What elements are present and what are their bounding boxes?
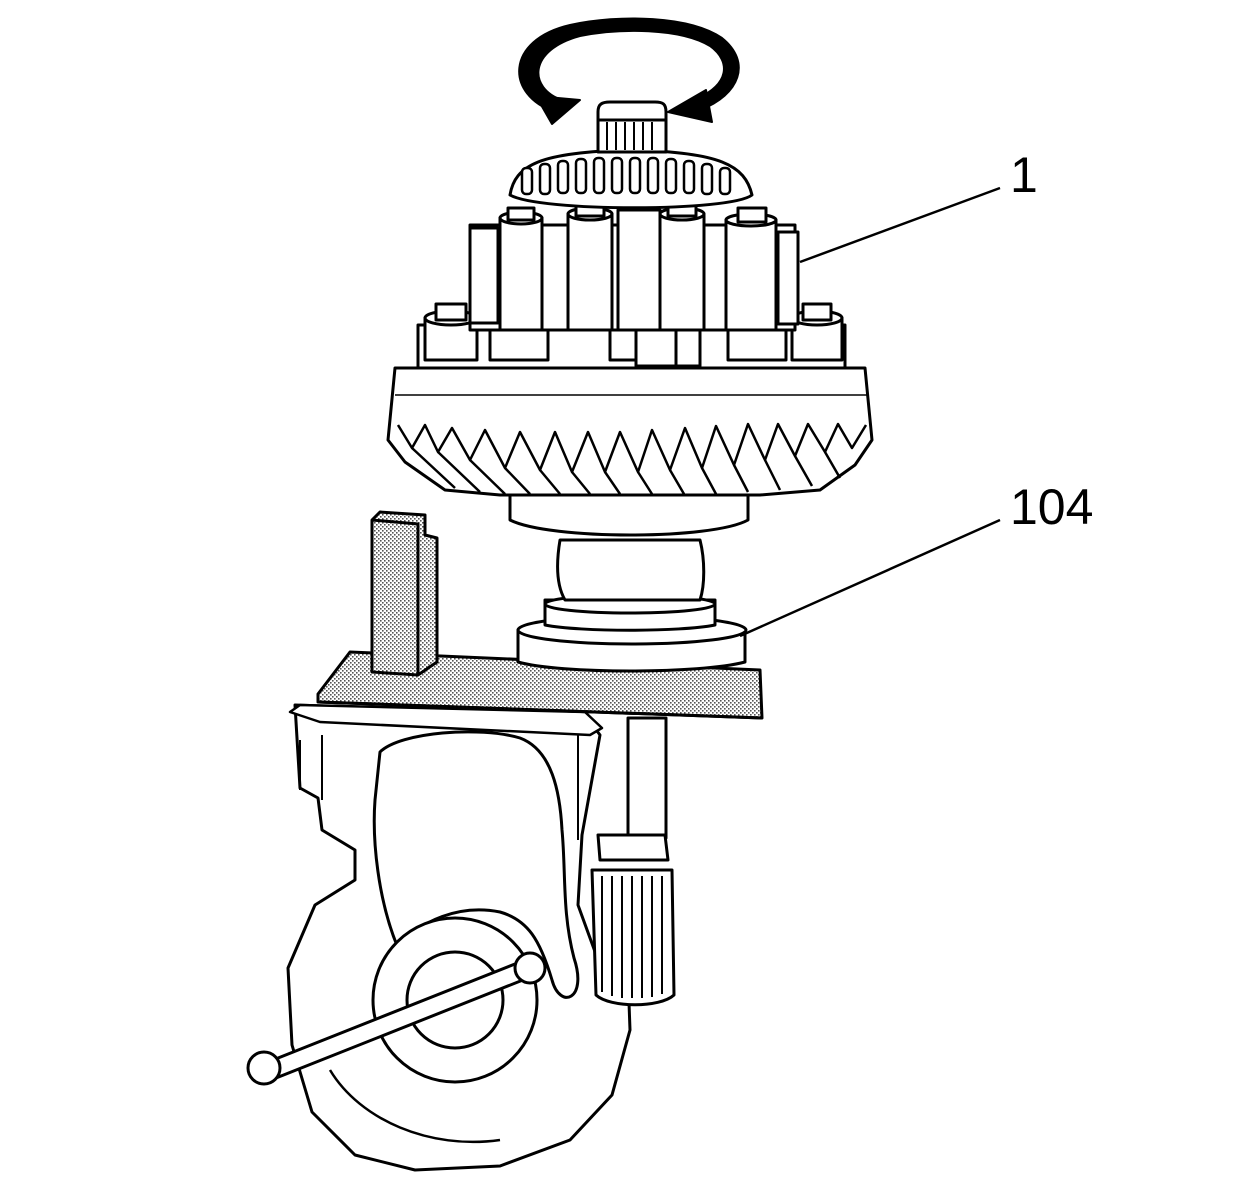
bearing-104 [516, 538, 748, 673]
leader-line-1 [799, 186, 1001, 264]
callout-104: 104 [1010, 479, 1094, 535]
rotation-arrow-icon [518, 17, 740, 125]
ring-gear [386, 366, 874, 537]
side-bearing [508, 100, 754, 210]
axle-stub [596, 100, 668, 154]
pinion-shaft [590, 716, 676, 1007]
leader-line-104 [739, 518, 1001, 638]
vise-jaw-lip [288, 703, 604, 737]
differential-case [468, 200, 800, 332]
bench-vise [246, 703, 632, 1172]
vise-handle-knob-right [513, 951, 547, 985]
fixture-upright [370, 510, 439, 677]
ring-gear-neck [508, 490, 750, 537]
vise-handle-knob-left [246, 1050, 282, 1086]
callout-1: 1 [1010, 147, 1038, 203]
